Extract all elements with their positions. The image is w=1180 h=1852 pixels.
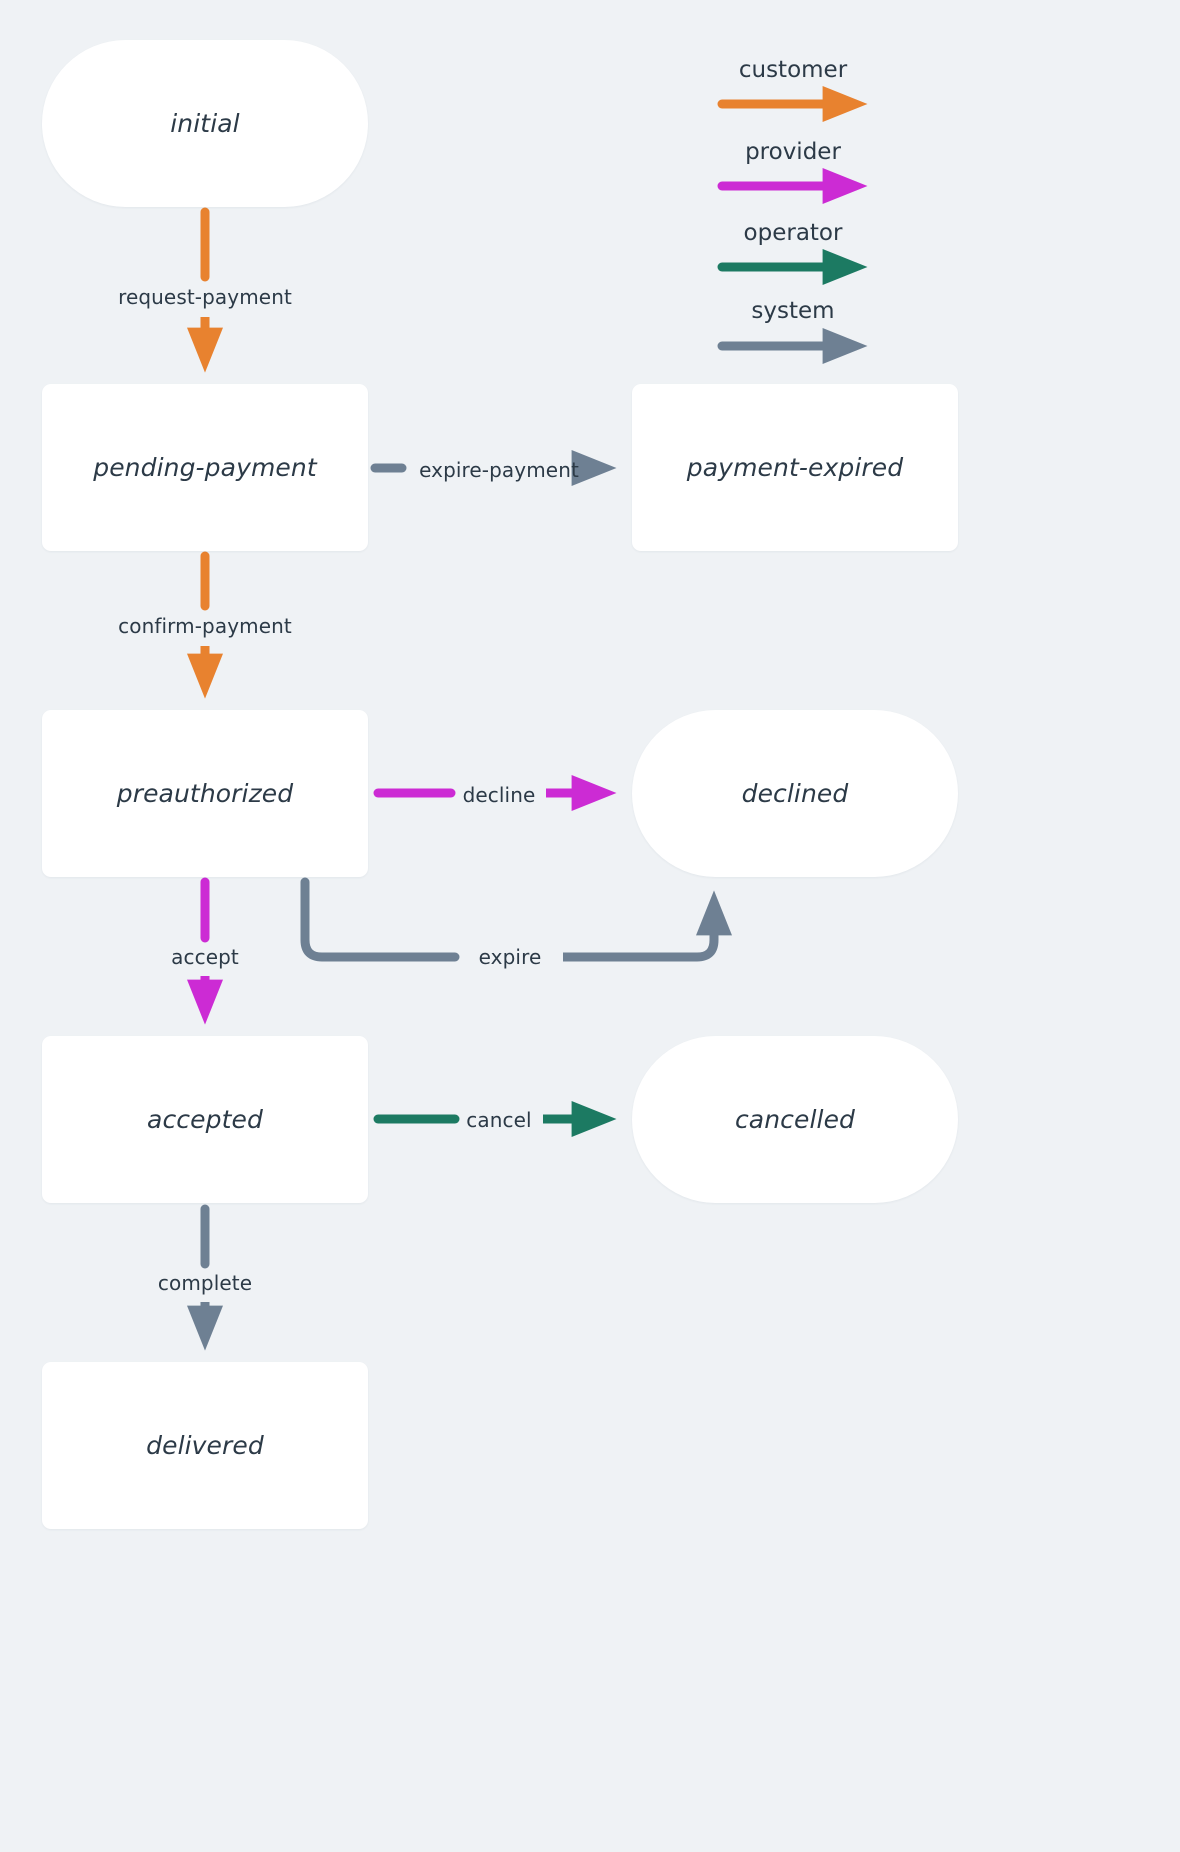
edge-label-cancel: cancel [466, 1108, 532, 1132]
state-node-label: delivered [146, 1431, 264, 1460]
state-node-label: pending-payment [93, 453, 317, 482]
state-node-declined[interactable]: declined [632, 710, 958, 877]
state-node-payment-expired[interactable]: payment-expired [632, 384, 958, 551]
legend-label-system: system [751, 298, 835, 324]
state-node-label: preauthorized [116, 779, 294, 808]
state-node-delivered[interactable]: delivered [42, 1362, 368, 1529]
edge-label-complete: complete [157, 1271, 253, 1295]
legend-label-customer: customer [738, 57, 848, 83]
edge-label-confirm-payment: confirm-payment [118, 614, 292, 638]
state-node-initial[interactable]: initial [42, 40, 368, 207]
legend-label-operator: operator [743, 220, 843, 246]
state-node-label: declined [741, 779, 849, 808]
state-node-label: initial [170, 109, 240, 138]
state-node-pending-payment[interactable]: pending-payment [42, 384, 368, 551]
edge-label-expire: expire [478, 945, 542, 969]
state-node-preauthorized[interactable]: preauthorized [42, 710, 368, 877]
state-node-label: payment-expired [686, 453, 904, 482]
edge-label-accept: accept [171, 945, 239, 969]
state-node-accepted[interactable]: accepted [42, 1036, 368, 1203]
edge-label-decline: decline [462, 783, 536, 807]
state-node-label: accepted [147, 1105, 263, 1134]
edge-label-expire-payment: expire-payment [419, 458, 579, 482]
edge-label-request-payment: request-payment [118, 285, 292, 309]
state-node-label: cancelled [734, 1105, 856, 1134]
legend-label-provider: provider [745, 139, 841, 165]
state-node-cancelled[interactable]: cancelled [632, 1036, 958, 1203]
